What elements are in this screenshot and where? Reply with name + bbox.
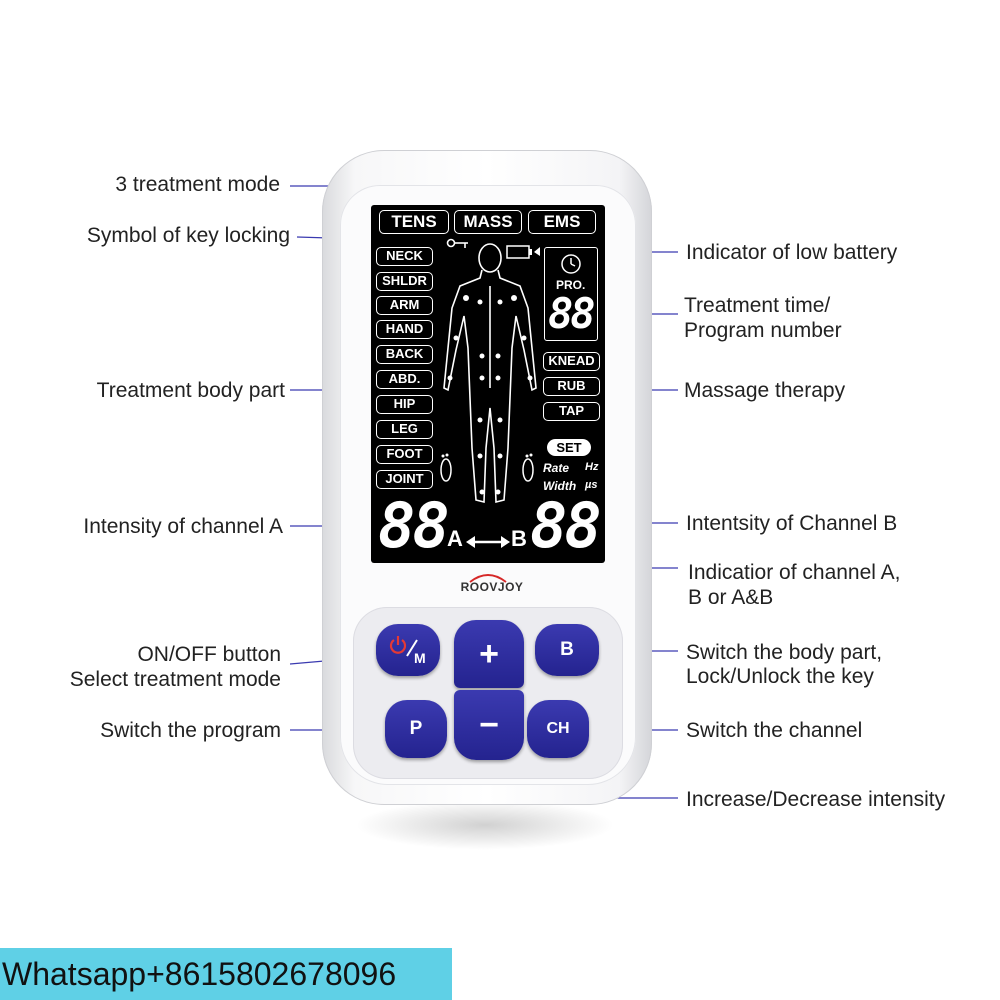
label-onoff-2: Select treatment mode <box>69 668 281 691</box>
lcd-us-label: µs <box>585 479 598 491</box>
lcd-part-neck: NECK <box>376 247 433 266</box>
lcd-width-label: Width <box>543 479 577 493</box>
lcd-channel-b-digits: 88 <box>530 489 602 562</box>
device-shadow <box>355 800 615 850</box>
double-arrow-icon <box>466 536 510 548</box>
p-button[interactable]: P <box>385 700 447 758</box>
label-intensity-a: Intensity of channel A <box>83 515 283 538</box>
label-low-battery: Indicator of low battery <box>686 241 898 264</box>
label-switch-channel: Switch the channel <box>686 719 863 742</box>
lcd-screen <box>371 205 605 563</box>
lcd-part-joint: JOINT <box>376 470 433 489</box>
b-button[interactable]: B <box>535 624 599 676</box>
lcd-rate-label: Rate <box>543 461 570 475</box>
label-time-2: Program number <box>684 319 842 342</box>
label-body-part: Treatment body part <box>96 379 285 402</box>
label-massage-therapy: Massage therapy <box>684 379 846 402</box>
whatsapp-watermark: Whatsapp+8615802678096 <box>0 948 452 1000</box>
power-icon <box>389 636 407 654</box>
minus-button[interactable]: − <box>454 690 524 760</box>
lcd-part-shldr: SHLDR <box>376 272 433 291</box>
key-icon <box>446 238 468 248</box>
label-treatment-mode: 3 treatment mode <box>115 173 280 196</box>
power-mode-button[interactable]: M <box>376 624 440 676</box>
lcd-mode-mass: MASS <box>454 210 522 234</box>
lcd-timer-panel <box>544 247 598 341</box>
lcd-part-foot: FOOT <box>376 445 433 464</box>
lcd-hz-label: Hz <box>585 461 599 473</box>
lcd-a-label: A <box>447 526 463 551</box>
lcd-therapy-tap: TAP <box>543 402 600 421</box>
plus-button[interactable]: + <box>454 620 524 688</box>
lcd-set-badge: SET <box>547 439 591 456</box>
label-inc-dec: Increase/Decrease intensity <box>686 788 946 811</box>
lcd-part-hand: HAND <box>376 320 433 339</box>
lcd-part-back: BACK <box>376 345 433 364</box>
lcd-mode-tens: TENS <box>379 210 449 234</box>
ch-button[interactable]: CH <box>527 700 589 758</box>
label-switch-program: Switch the program <box>100 719 281 742</box>
lcd-part-hip: HIP <box>376 395 433 414</box>
lcd-therapy-rub: RUB <box>543 377 600 396</box>
lcd-part-arm: ARM <box>376 296 433 315</box>
label-onoff-1: ON/OFF button <box>137 643 281 666</box>
lcd-b-label: B <box>511 526 527 551</box>
body-figure-icon <box>443 243 537 504</box>
label-time-1: Treatment time/ <box>684 294 831 317</box>
power-mode-label: M <box>414 650 426 666</box>
label-channel-ind-1: Indicatior of channel A, <box>688 561 901 584</box>
brand-name: ROOVJOY <box>460 580 524 594</box>
lcd-therapy-knead: KNEAD <box>543 352 600 371</box>
lcd-mode-ems: EMS <box>528 210 596 234</box>
lcd-timer-digits: 88 <box>548 289 596 338</box>
right-foot-icon <box>522 453 534 482</box>
label-channel-ind-2: B or A&B <box>688 586 774 609</box>
label-intensity-b: Intentsity of Channel B <box>686 512 898 535</box>
lcd-part-leg: LEG <box>376 420 433 439</box>
brand-logo-icon <box>469 574 507 583</box>
clock-icon <box>561 254 581 274</box>
label-switch-body-2: Lock/Unlock the key <box>686 665 874 688</box>
lcd-pro-label: PRO. <box>556 278 586 292</box>
lcd-part-abd: ABD. <box>376 370 433 389</box>
label-key-locking: Symbol of key locking <box>86 224 290 247</box>
slash-icon <box>406 639 418 657</box>
lcd-channel-a-digits: 88 <box>378 489 450 562</box>
left-foot-icon <box>440 453 452 482</box>
battery-icon <box>506 245 540 259</box>
label-switch-body-1: Switch the body part, <box>686 641 883 664</box>
